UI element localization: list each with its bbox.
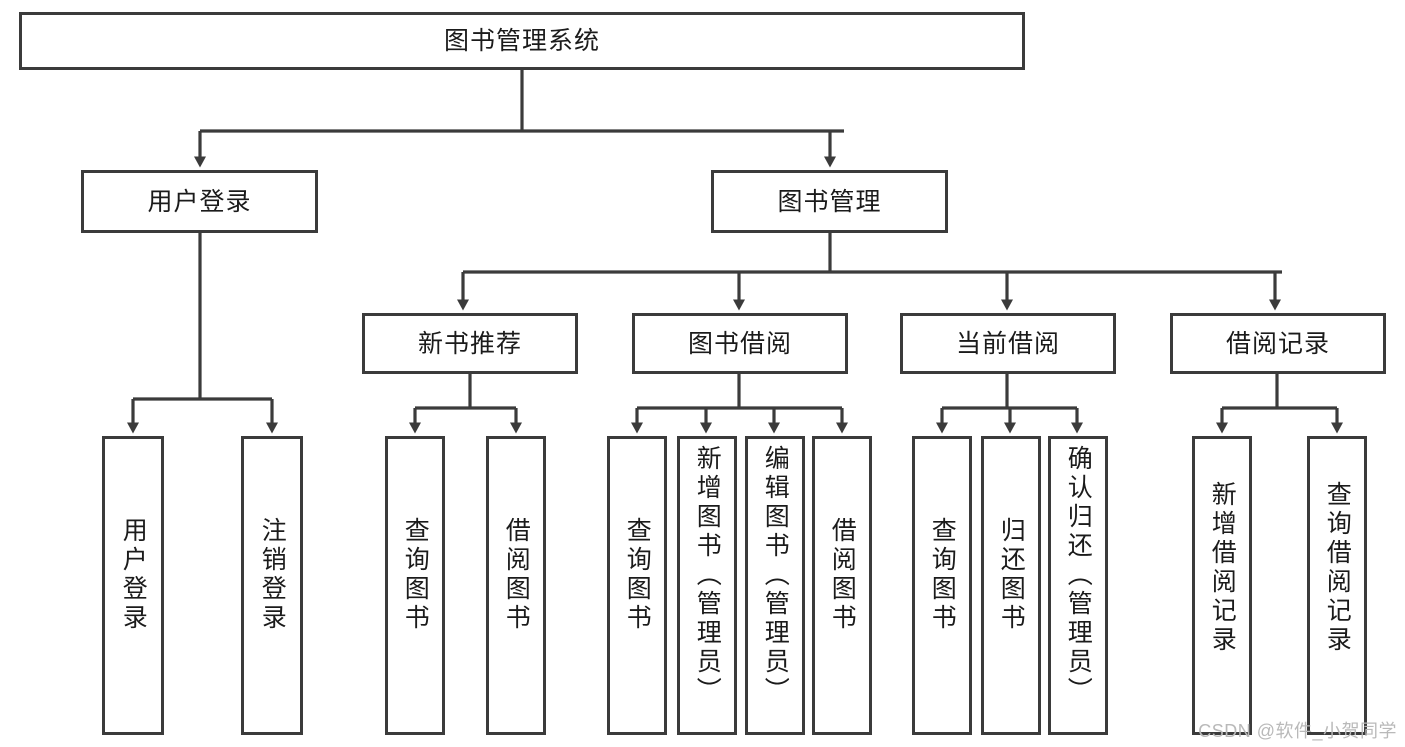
node-leaf-edit-book-label: 编辑图书（管理员）	[761, 445, 790, 706]
node-borrow-record[interactable]: 借阅记录	[1170, 313, 1386, 374]
node-borrow-record-label: 借阅记录	[1225, 329, 1330, 358]
node-book-manage[interactable]: 图书管理	[711, 170, 948, 233]
node-current-borrow[interactable]: 当前借阅	[900, 313, 1116, 374]
node-leaf-user-logout[interactable]: 注销登录	[241, 436, 303, 735]
node-leaf-add-record-label: 新增借阅记录	[1208, 481, 1237, 655]
node-leaf-borrow-book-1-label: 借阅图书	[502, 517, 531, 633]
node-leaf-return-book[interactable]: 归还图书	[981, 436, 1041, 735]
node-leaf-user-login-label: 用户登录	[119, 517, 148, 633]
node-leaf-query-book-1-label: 查询图书	[401, 517, 430, 633]
node-leaf-query-book-2-label: 查询图书	[623, 517, 652, 633]
node-leaf-borrow-book-2[interactable]: 借阅图书	[812, 436, 872, 735]
node-leaf-confirm-return-label: 确认归还（管理员）	[1064, 445, 1093, 706]
node-leaf-query-book-3[interactable]: 查询图书	[912, 436, 972, 735]
node-new-book-rec[interactable]: 新书推荐	[362, 313, 578, 374]
node-user-login[interactable]: 用户登录	[81, 170, 318, 233]
node-book-manage-label: 图书管理	[777, 187, 882, 216]
node-leaf-confirm-return[interactable]: 确认归还（管理员）	[1048, 436, 1108, 735]
node-book-borrow-label: 图书借阅	[687, 329, 792, 358]
node-new-book-rec-label: 新书推荐	[417, 329, 522, 358]
node-leaf-query-book-1[interactable]: 查询图书	[385, 436, 445, 735]
node-leaf-query-book-2[interactable]: 查询图书	[607, 436, 667, 735]
node-leaf-edit-book[interactable]: 编辑图书（管理员）	[745, 436, 805, 735]
node-current-borrow-label: 当前借阅	[955, 329, 1060, 358]
node-leaf-borrow-book-1[interactable]: 借阅图书	[486, 436, 546, 735]
node-leaf-user-logout-label: 注销登录	[258, 517, 287, 633]
watermark: CSDN @软件_小贺同学	[1198, 721, 1397, 741]
node-leaf-user-login[interactable]: 用户登录	[102, 436, 164, 735]
node-leaf-query-record[interactable]: 查询借阅记录	[1307, 436, 1367, 735]
node-leaf-add-record[interactable]: 新增借阅记录	[1192, 436, 1252, 735]
node-leaf-return-book-label: 归还图书	[997, 517, 1026, 633]
node-leaf-borrow-book-2-label: 借阅图书	[828, 517, 857, 633]
node-book-borrow[interactable]: 图书借阅	[632, 313, 848, 374]
node-root[interactable]: 图书管理系统	[19, 12, 1025, 70]
node-leaf-query-book-3-label: 查询图书	[928, 517, 957, 633]
node-leaf-add-book[interactable]: 新增图书（管理员）	[677, 436, 737, 735]
node-root-label: 图书管理系统	[443, 27, 600, 55]
node-leaf-query-record-label: 查询借阅记录	[1323, 481, 1352, 655]
node-leaf-add-book-label: 新增图书（管理员）	[693, 445, 722, 706]
node-user-login-label: 用户登录	[147, 187, 252, 216]
